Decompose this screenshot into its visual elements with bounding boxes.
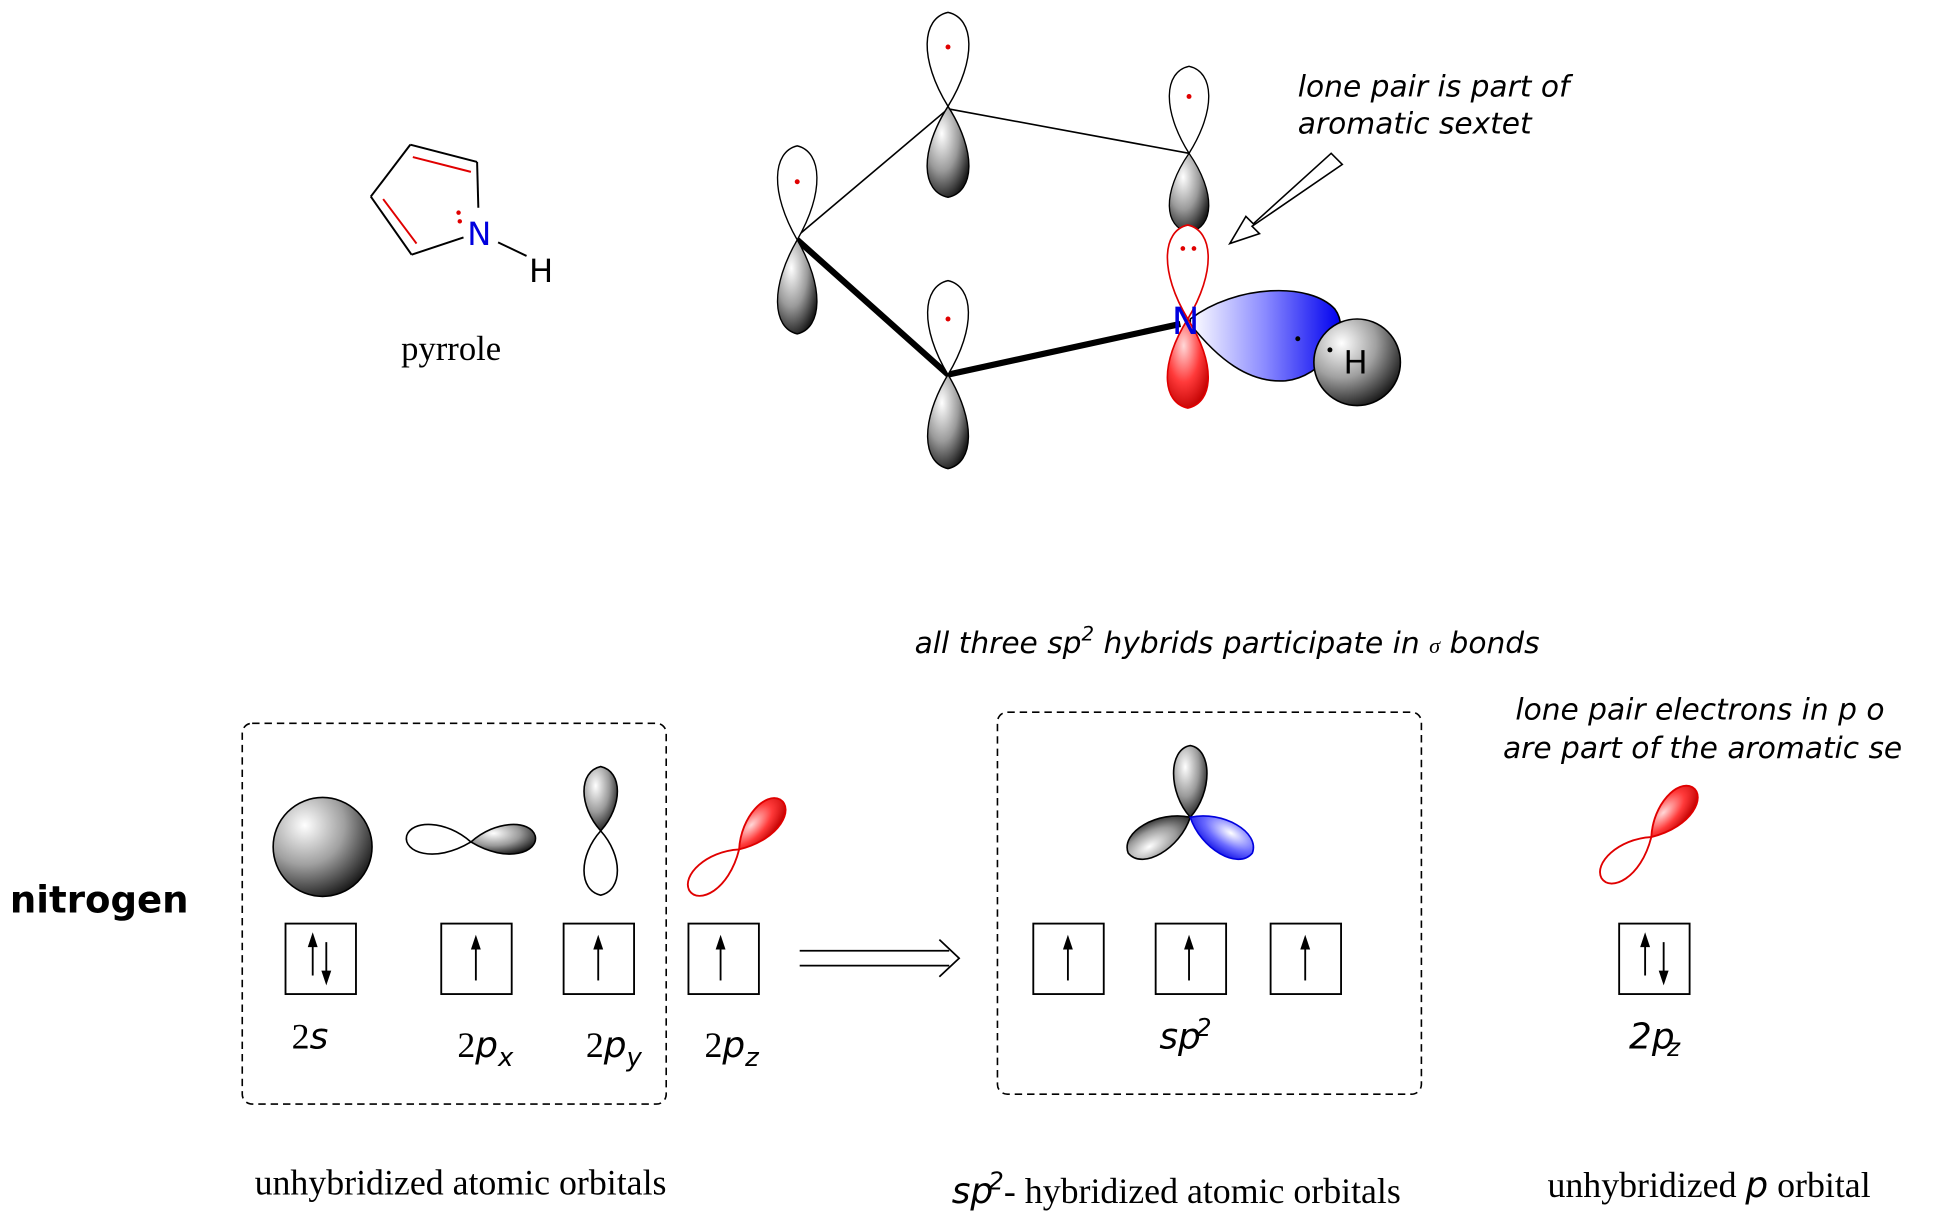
box-sp2-2 bbox=[1154, 922, 1228, 995]
pyrrole-bond bbox=[497, 241, 527, 257]
label-2py: 2py bbox=[586, 1025, 643, 1073]
pyrrole-bond bbox=[476, 161, 480, 208]
2px-orbital-shape bbox=[405, 823, 537, 855]
lone-pair-note-line1: lone pair electrons in p o bbox=[1515, 692, 1884, 727]
pyrrole-structure: N H pyrrole bbox=[369, 143, 553, 368]
sp2-group-box bbox=[996, 711, 1423, 1096]
sp2-lobe bbox=[1126, 815, 1192, 860]
caption-sp2-hybridized: sp2- hybridized atomic orbitals bbox=[952, 1166, 1401, 1212]
box-sp2-3 bbox=[1269, 922, 1342, 995]
box-2pz bbox=[687, 922, 760, 995]
ring-bond bbox=[947, 108, 1190, 155]
carbon-p-orbital bbox=[926, 11, 970, 199]
box-2py bbox=[562, 922, 635, 995]
label-2px: 2px bbox=[457, 1025, 514, 1073]
pyrrole-hydrogen-atom: H bbox=[529, 252, 553, 290]
pyrrole-name: pyrrole bbox=[401, 330, 501, 368]
pyrrole-bond bbox=[410, 143, 478, 163]
caption-unhybridized: unhybridized atomic orbitals bbox=[255, 1162, 667, 1202]
pyrrole-bond bbox=[370, 144, 412, 198]
electron-dot bbox=[1186, 93, 1192, 99]
ring-bond-front bbox=[795, 237, 951, 377]
annotation-arrow bbox=[1228, 152, 1344, 246]
label-2pz: 2pz bbox=[705, 1025, 761, 1073]
box-2px bbox=[440, 922, 513, 995]
electron-dot bbox=[945, 316, 951, 322]
label-sp2: sp2 bbox=[1159, 1013, 1211, 1057]
electron-dot bbox=[1327, 347, 1333, 353]
lone-pair-dot bbox=[1180, 246, 1186, 251]
orbital-nitrogen-atom: N bbox=[1172, 300, 1200, 343]
ring-bond-front bbox=[947, 320, 1182, 378]
hydrogen-s-orbital bbox=[1313, 318, 1402, 407]
caption-unhybridized-p: unhybridized p orbital bbox=[1547, 1165, 1870, 1206]
carbon-p-orbital bbox=[1168, 65, 1210, 234]
2s-orbital-shape bbox=[272, 796, 373, 898]
2pz-orbital-shape bbox=[686, 797, 787, 897]
unhybridized-group-box bbox=[241, 722, 668, 1105]
pyrrole-double-bond bbox=[412, 156, 472, 173]
sp2-lobe bbox=[1172, 744, 1208, 819]
pyrrole-double-bond bbox=[382, 198, 418, 245]
label-unhybridized-2pz: 2pz bbox=[1629, 1016, 1681, 1061]
carbon-p-orbital bbox=[926, 279, 970, 470]
nitrogen-p-orbital bbox=[1166, 224, 1210, 409]
unhybridized-p-orbital-shape bbox=[1599, 784, 1699, 885]
pyrrole-bond bbox=[411, 236, 464, 256]
aromatic-ring-orbitals: H N lone pair is part of aromatic sextet bbox=[776, 11, 1574, 470]
lone-pair-note-line2: are part of the aromatic se bbox=[1503, 730, 1902, 765]
sigma-bond-note: all three sp2 hybrids participate in σ b… bbox=[915, 622, 1540, 659]
electron-dot bbox=[945, 44, 951, 50]
lone-pair-annotation-line2: aromatic sextet bbox=[1298, 106, 1533, 141]
sp2-orbitals-shape bbox=[1126, 744, 1255, 860]
lone-pair-dot bbox=[456, 210, 461, 215]
electron-dot bbox=[794, 179, 800, 185]
hybridization-arrow bbox=[799, 939, 961, 978]
lone-pair-annotation-line1: lone pair is part of bbox=[1298, 68, 1574, 103]
lone-pair-dot bbox=[1191, 246, 1197, 251]
sp2-lobe-blue bbox=[1189, 815, 1255, 860]
pyrrole-bond bbox=[369, 196, 413, 256]
box-2s bbox=[284, 922, 357, 995]
electron-dot bbox=[1295, 336, 1301, 342]
box-unhybridized-pz bbox=[1618, 922, 1691, 995]
carbon-p-orbital bbox=[776, 145, 818, 335]
lone-pair-dot bbox=[457, 219, 463, 224]
ring-bond bbox=[796, 108, 949, 237]
2py-orbital-shape bbox=[583, 765, 619, 896]
orbital-hydrogen-atom: H bbox=[1344, 343, 1368, 381]
box-sp2-1 bbox=[1032, 922, 1105, 995]
element-label: nitrogen bbox=[10, 878, 189, 921]
electron-configuration: all three sp2 hybrids participate in σ b… bbox=[10, 622, 1902, 1212]
label-2s: 2s bbox=[292, 1016, 329, 1057]
pyrrole-nitrogen-atom: N bbox=[467, 215, 491, 253]
